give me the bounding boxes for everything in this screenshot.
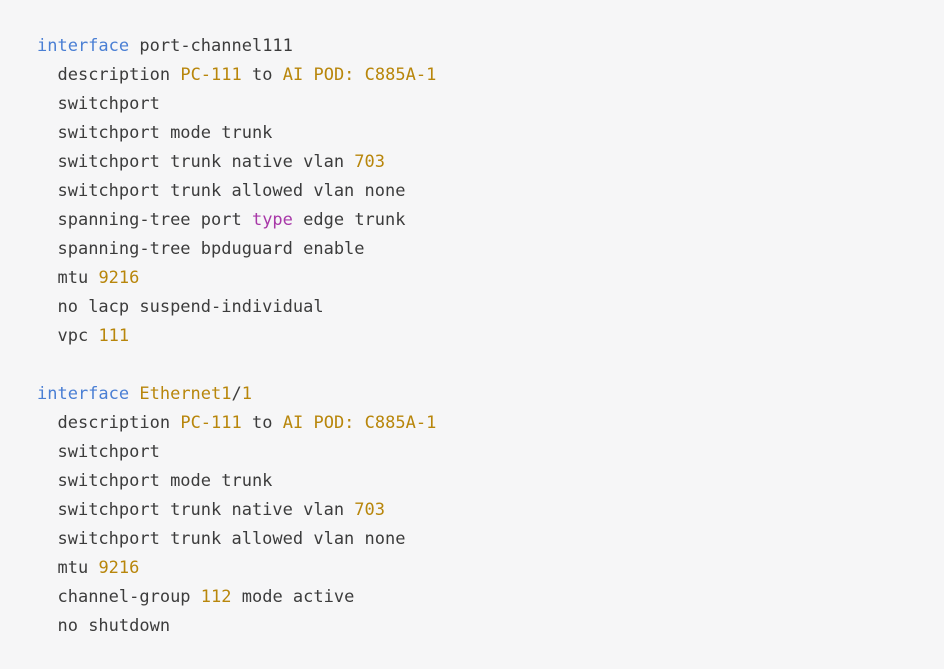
config-line[interactable]: switchport mode trunk <box>37 119 944 148</box>
config-token: 9216 <box>98 268 140 288</box>
config-token: POD: <box>313 65 355 85</box>
config-token: switchport <box>57 94 160 114</box>
config-token: spanning-tree bpduguard enable <box>57 239 365 259</box>
config-line[interactable]: switchport trunk allowed vlan none <box>37 177 944 206</box>
config-token <box>354 413 364 433</box>
config-token: mode active <box>231 587 355 607</box>
indent <box>37 210 57 230</box>
interface-name-part: port-channel111 <box>139 36 293 56</box>
indent <box>37 181 57 201</box>
indent <box>37 123 57 143</box>
config-token: switchport <box>57 442 160 462</box>
config-line[interactable]: description PC-111 to AI POD: C885A-1 <box>37 409 944 438</box>
indent <box>37 587 57 607</box>
config-token: 703 <box>354 500 386 520</box>
indent <box>37 297 57 317</box>
indent <box>37 616 57 636</box>
space <box>129 384 139 404</box>
config-token: C885A-1 <box>364 413 437 433</box>
config-line[interactable]: channel-group 112 mode active <box>37 583 944 612</box>
config-token: description <box>57 65 171 85</box>
config-line[interactable]: spanning-tree bpduguard enable <box>37 235 944 264</box>
indent <box>37 65 57 85</box>
config-token: 703 <box>354 152 386 172</box>
config-line[interactable]: switchport mode trunk <box>37 467 944 496</box>
config-line[interactable]: switchport <box>37 90 944 119</box>
indent <box>37 152 57 172</box>
config-token: vpc <box>57 326 99 346</box>
config-line[interactable]: no shutdown <box>37 612 944 641</box>
config-token: AI <box>282 413 304 433</box>
config-token: no lacp suspend-individual <box>57 297 324 317</box>
config-line[interactable]: spanning-tree port type edge trunk <box>37 206 944 235</box>
top-spacer <box>37 0 944 32</box>
config-token <box>242 65 252 85</box>
config-token: 112 <box>200 587 232 607</box>
config-token <box>303 413 313 433</box>
config-token <box>242 413 252 433</box>
config-line[interactable]: switchport trunk allowed vlan none <box>37 525 944 554</box>
config-token: type <box>251 210 293 230</box>
config-token: switchport mode trunk <box>57 471 273 491</box>
config-token: spanning-tree port <box>57 210 252 230</box>
config-line[interactable]: no lacp suspend-individual <box>37 293 944 322</box>
config-token: mtu <box>57 268 99 288</box>
config-token: PC-111 <box>180 413 242 433</box>
config-token <box>303 65 313 85</box>
indent <box>37 471 57 491</box>
indent <box>37 529 57 549</box>
config-token: 111 <box>98 326 130 346</box>
config-token: description <box>57 413 171 433</box>
config-token: channel-group <box>57 587 201 607</box>
config-token <box>354 65 364 85</box>
indent <box>37 239 57 259</box>
config-line[interactable]: switchport trunk native vlan 703 <box>37 148 944 177</box>
blank-line <box>37 351 944 380</box>
clipped-previous-line <box>61 0 71 3</box>
configuration-text: interface port-channel111 description PC… <box>37 32 944 641</box>
interface-keyword: interface <box>37 36 130 56</box>
interface-name-part: 1 <box>241 384 252 404</box>
interface-name-part: Ethernet1 <box>139 384 232 404</box>
config-token: switchport trunk allowed vlan none <box>57 181 406 201</box>
indent <box>37 413 57 433</box>
config-token: AI <box>282 65 304 85</box>
config-token <box>170 65 180 85</box>
config-token <box>272 65 282 85</box>
indent <box>37 268 57 288</box>
config-token: switchport trunk allowed vlan none <box>57 529 406 549</box>
indent <box>37 442 57 462</box>
config-token: to <box>252 65 273 85</box>
indent <box>37 558 57 578</box>
config-line[interactable]: switchport <box>37 438 944 467</box>
config-line[interactable]: mtu 9216 <box>37 264 944 293</box>
config-line[interactable]: switchport trunk native vlan 703 <box>37 496 944 525</box>
interface-keyword: interface <box>37 384 130 404</box>
indent <box>37 94 57 114</box>
config-token: PC-111 <box>180 65 242 85</box>
config-line[interactable]: vpc 111 <box>37 322 944 351</box>
config-token: mtu <box>57 558 99 578</box>
interface-name-part: / <box>231 384 242 404</box>
indent <box>37 326 57 346</box>
config-token <box>170 413 180 433</box>
config-token: edge trunk <box>292 210 406 230</box>
config-token: switchport trunk native vlan <box>57 500 355 520</box>
config-line[interactable]: mtu 9216 <box>37 554 944 583</box>
interface-header-line[interactable]: interface port-channel111 <box>37 32 944 61</box>
config-token: 9216 <box>98 558 140 578</box>
interface-header-line[interactable]: interface Ethernet1/1 <box>37 380 944 409</box>
config-token: C885A-1 <box>364 65 437 85</box>
space <box>129 36 139 56</box>
config-token: switchport trunk native vlan <box>57 152 355 172</box>
config-line[interactable]: description PC-111 to AI POD: C885A-1 <box>37 61 944 90</box>
config-token: to <box>252 413 273 433</box>
config-token: switchport mode trunk <box>57 123 273 143</box>
config-token <box>272 413 282 433</box>
config-token: POD: <box>313 413 355 433</box>
indent <box>37 500 57 520</box>
config-token: no shutdown <box>57 616 171 636</box>
